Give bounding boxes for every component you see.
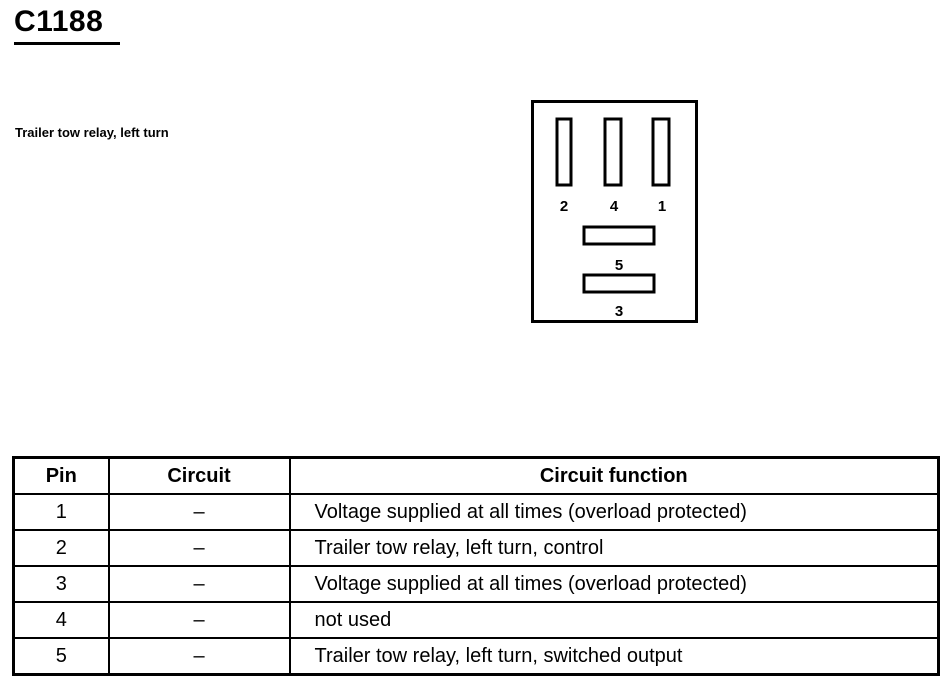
table-row: 5 – Trailer tow relay, left turn, switch… [12,637,940,676]
table-header-row: Pin Circuit Circuit function [12,456,940,495]
cell-circuit-function: not used [288,601,940,639]
cell-pin: 2 [12,529,110,567]
table-row: 4 – not used [12,601,940,639]
terminal-pin-2 [555,117,573,187]
cell-pin: 5 [12,637,110,676]
table-row: 3 – Voltage supplied at all times (overl… [12,565,940,603]
cell-circuit: – [107,637,291,676]
cell-circuit-function: Voltage supplied at all times (overload … [288,493,940,531]
table-row: 2 – Trailer tow relay, left turn, contro… [12,529,940,567]
header-pin: Pin [12,456,110,495]
cell-pin: 3 [12,565,110,603]
pin-label-1: 1 [658,198,666,215]
pin-label-4: 4 [610,198,619,215]
pin-label-2: 2 [560,198,568,215]
connector-title: C1188 [14,5,104,38]
cell-pin: 1 [12,493,110,531]
header-circuit: Circuit [107,456,291,495]
pin-function-table: Pin Circuit Circuit function 1 – Voltage… [12,456,940,676]
terminal-pin-1 [651,117,671,187]
pin-label-5: 5 [615,257,623,274]
terminal-pin-5 [582,225,656,246]
connector-description: Trailer tow relay, left turn [15,125,169,140]
table-row: 1 – Voltage supplied at all times (overl… [12,493,940,531]
cell-circuit: – [107,529,291,567]
header-circuit-function: Circuit function [288,456,940,495]
cell-circuit: – [107,493,291,531]
pin-label-3: 3 [615,303,623,320]
cell-pin: 4 [12,601,110,639]
title-underline [14,42,120,45]
connector-face-diagram: 2 4 1 5 3 [531,100,698,323]
cell-circuit: – [107,565,291,603]
terminal-pin-4 [603,117,623,187]
cell-circuit-function: Voltage supplied at all times (overload … [288,565,940,603]
cell-circuit-function: Trailer tow relay, left turn, switched o… [288,637,940,676]
cell-circuit: – [107,601,291,639]
cell-circuit-function: Trailer tow relay, left turn, control [288,529,940,567]
terminal-pin-3 [582,273,656,294]
